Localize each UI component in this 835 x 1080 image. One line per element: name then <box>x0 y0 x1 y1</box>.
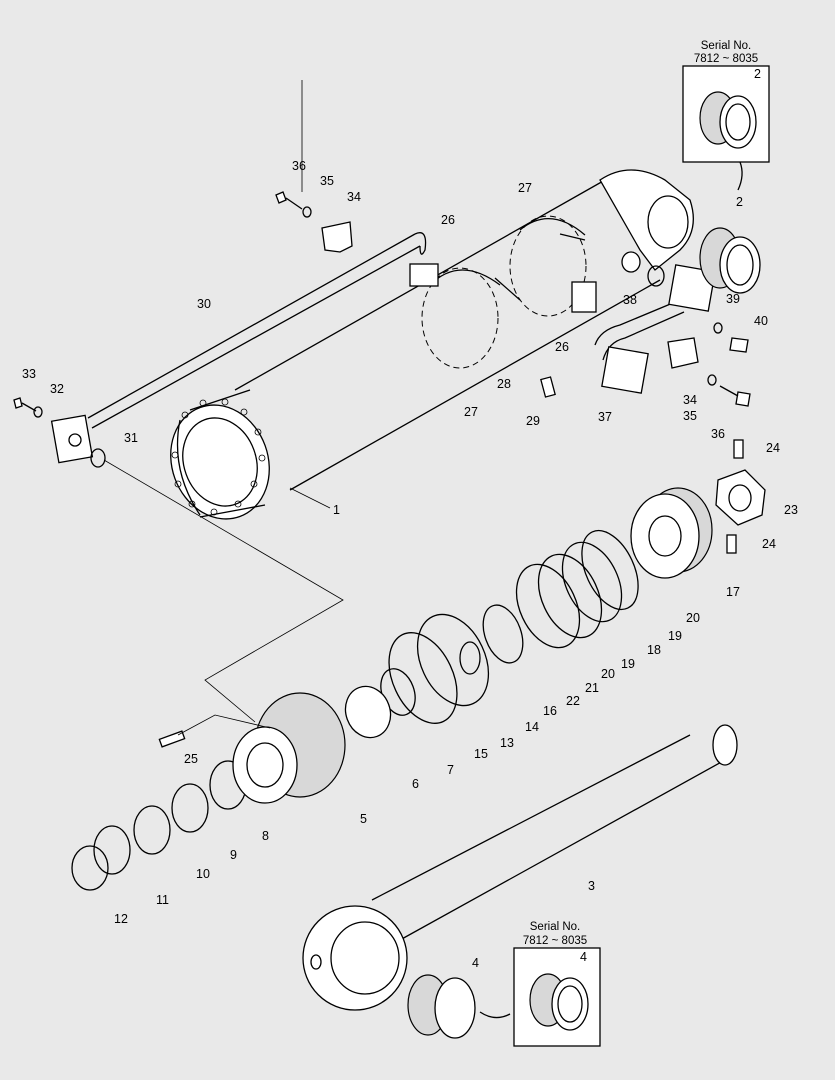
rod-cover-5 <box>232 692 346 804</box>
callout: 30 <box>197 297 211 311</box>
piston-17 <box>630 487 713 579</box>
callout: 27 <box>464 405 478 419</box>
callout: 19 <box>668 629 682 643</box>
callout: 15 <box>474 747 488 761</box>
callout: 7 <box>447 763 454 777</box>
inset-box-bottom: Serial No. 7812 ~ 8035 4 <box>479 921 601 1047</box>
inset-top-part: 2 <box>754 67 761 81</box>
callout: 12 <box>114 912 128 926</box>
callout: 24 <box>766 441 780 455</box>
callout: 33 <box>22 367 36 381</box>
callout: 11 <box>156 893 169 907</box>
inset-bottom-part: 4 <box>580 950 587 964</box>
callout: 14 <box>525 720 539 734</box>
callout: 19 <box>621 657 635 671</box>
inset-bottom-serial-label: Serial No. <box>530 921 581 933</box>
callout: 23 <box>784 503 798 517</box>
callout: 13 <box>500 736 514 750</box>
callout: 31 <box>124 431 138 445</box>
cylinder-tube <box>170 169 694 520</box>
callout: 6 <box>412 777 419 791</box>
nut-23 <box>715 469 766 526</box>
tube-bolt-holes <box>171 398 266 516</box>
callout: 2 <box>736 195 743 209</box>
pipe-clamp-bands <box>409 215 597 369</box>
callout: 34 <box>347 190 361 204</box>
callout: 22 <box>566 694 580 708</box>
callout: 10 <box>196 867 210 881</box>
callout: 21 <box>585 681 599 695</box>
callout: 26 <box>555 340 569 354</box>
leader-lines <box>103 80 344 736</box>
callout: 35 <box>320 174 334 188</box>
inset-bottom-serial-range: 7812 ~ 8035 <box>523 935 587 947</box>
callout: 1 <box>333 503 340 517</box>
piston-rod-3 <box>302 724 738 1011</box>
callout: 32 <box>50 382 64 396</box>
callout: 26 <box>441 213 455 227</box>
bolts <box>13 191 751 748</box>
inset-top-serial-range: 7812 ~ 8035 <box>694 53 758 65</box>
callout: 36 <box>292 159 306 173</box>
pipe-37 <box>594 264 716 394</box>
callout: 36 <box>711 427 725 441</box>
inset-box-top: Serial No. 7812 ~ 8035 2 <box>682 40 770 191</box>
callout: 3 <box>588 879 595 893</box>
callout: 34 <box>683 393 697 407</box>
callout: 16 <box>543 704 557 718</box>
callout: 35 <box>683 409 697 423</box>
callout: 4 <box>472 956 479 970</box>
inset-top-serial-label: Serial No. <box>701 40 752 52</box>
clamp-34 <box>321 221 699 369</box>
pipe-30 <box>50 232 427 464</box>
callout: 38 <box>623 293 637 307</box>
callout: 24 <box>762 537 776 551</box>
callout: 8 <box>262 829 269 843</box>
callout: 37 <box>598 410 612 424</box>
callout: 5 <box>360 812 367 826</box>
callout: 27 <box>518 181 532 195</box>
seal-rings <box>71 529 639 891</box>
callout: 28 <box>497 377 511 391</box>
callout: 29 <box>526 414 540 428</box>
callout: 20 <box>686 611 700 625</box>
callout: 39 <box>726 292 740 306</box>
bushing-4 <box>407 974 476 1039</box>
callout: 9 <box>230 848 237 862</box>
callout: 40 <box>754 314 768 328</box>
bushing-2 <box>699 227 761 294</box>
callout: 20 <box>601 667 615 681</box>
callout: 17 <box>726 585 740 599</box>
o-rings-washers <box>33 206 723 468</box>
callout-labels: 1 2 3 4 5 6 7 8 9 10 11 12 13 14 15 16 1… <box>22 159 798 970</box>
callout: 25 <box>184 752 198 766</box>
callout: 18 <box>647 643 661 657</box>
